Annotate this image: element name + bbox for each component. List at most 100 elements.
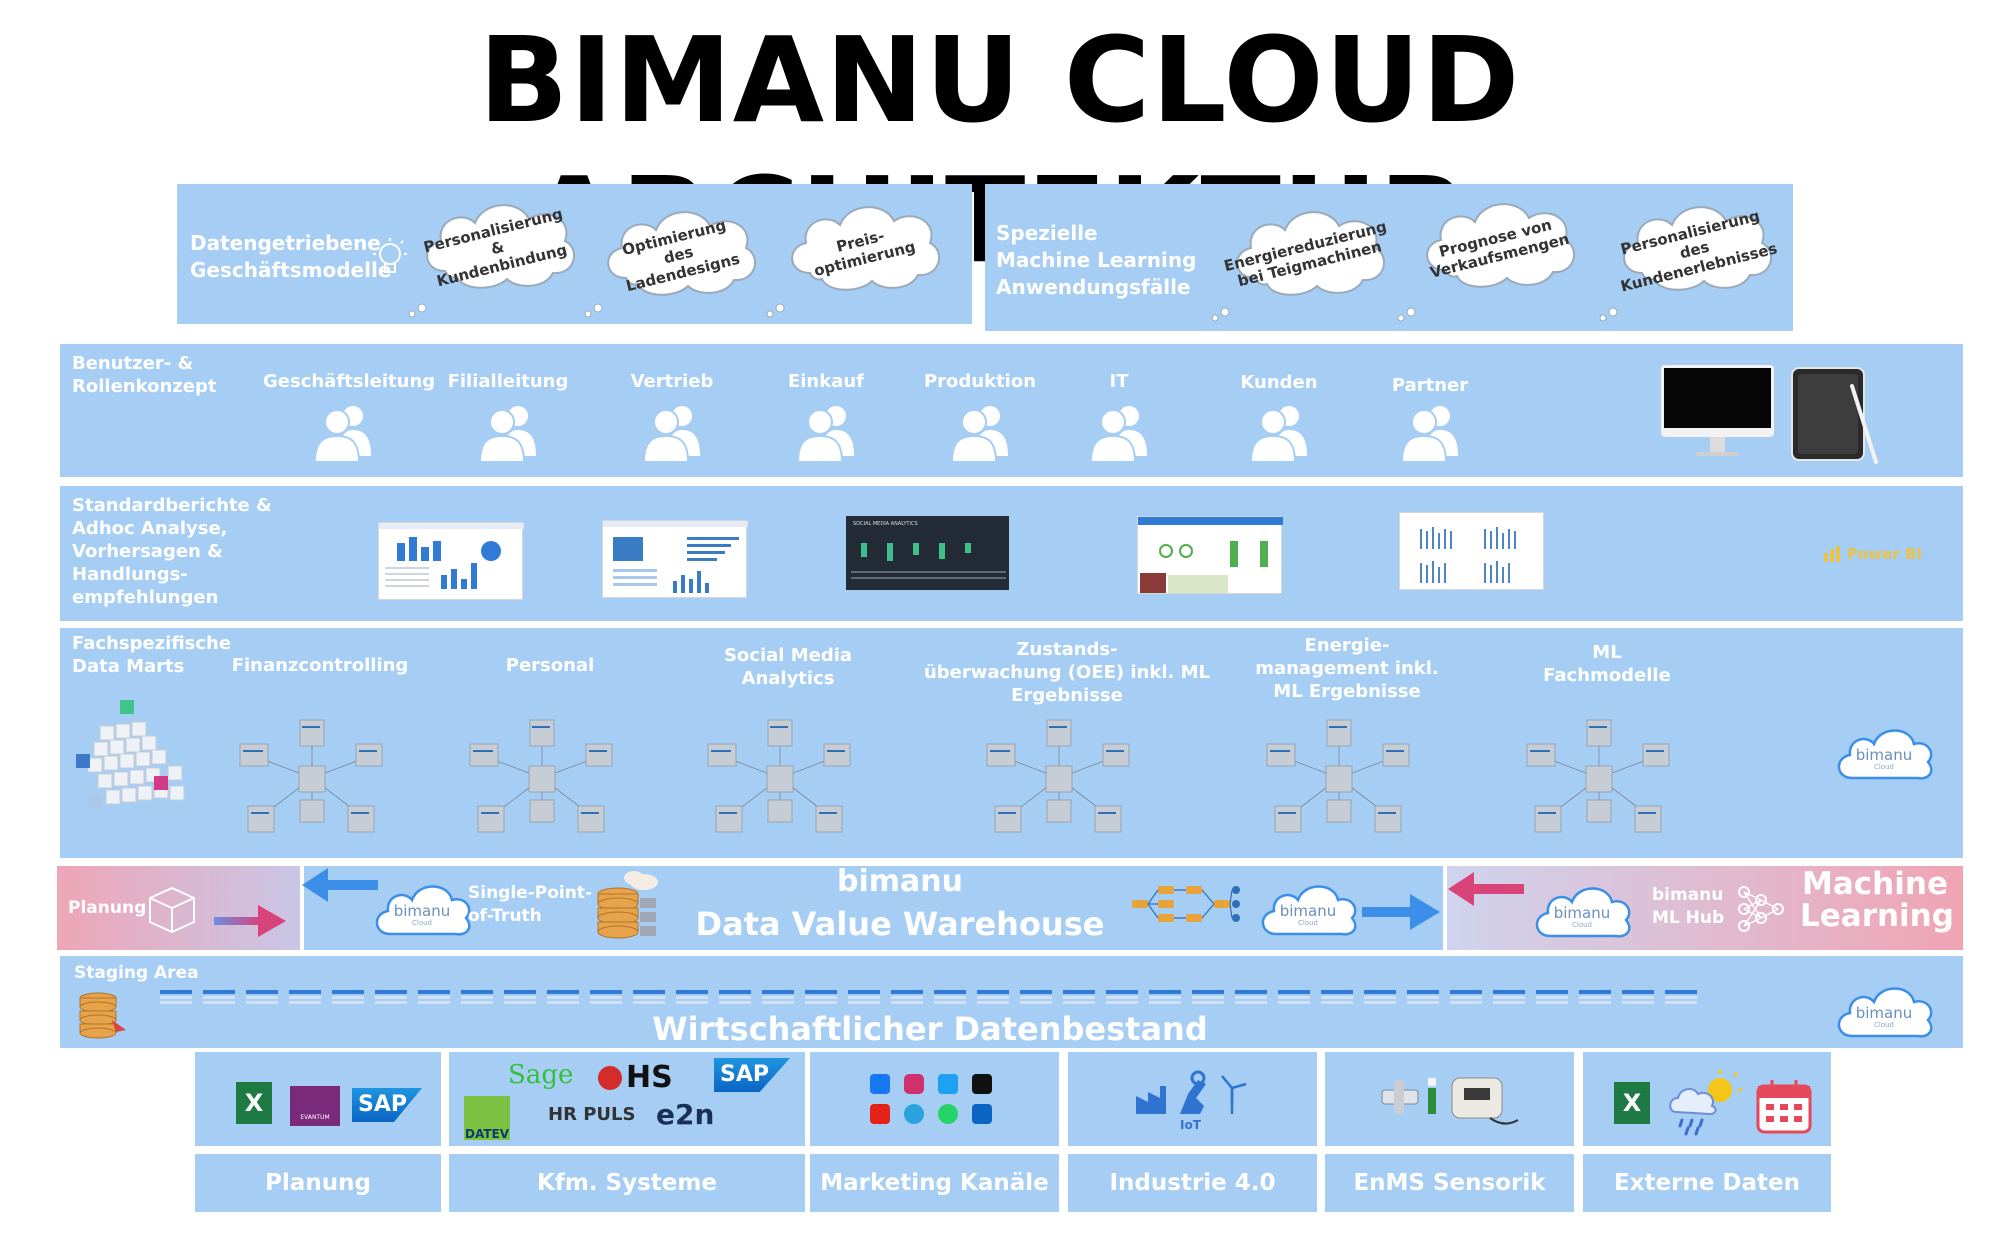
warehouse-title-bottom: Data Value Warehouse bbox=[695, 905, 1105, 943]
weather-icon bbox=[1669, 1070, 1742, 1136]
bimanu-cloud-sub: Cloud bbox=[1874, 1021, 1894, 1029]
user-group-icon bbox=[1247, 398, 1311, 462]
sot-line1: Single-Point- bbox=[468, 883, 593, 903]
machine-learning-title: Machine Learning bbox=[1800, 866, 1954, 934]
star-schema-icon bbox=[1259, 716, 1419, 846]
bimanu-cloud-name: bimanu bbox=[1855, 746, 1913, 764]
data-mart-label-line: Social Media bbox=[723, 645, 853, 666]
excel-icon: X bbox=[236, 1082, 272, 1124]
ml-hub-line1: bimanu bbox=[1652, 885, 1724, 905]
report-thumbnail[interactable]: SOCIAL MEDIA ANALYTICS bbox=[846, 516, 1009, 590]
user-group-icon bbox=[1087, 398, 1151, 462]
ml-hub-label: bimanu ML Hub bbox=[1652, 884, 1724, 930]
powerbi-icon bbox=[1824, 546, 1840, 562]
data-marts-label: Fachspezifische Data Marts bbox=[72, 632, 231, 678]
ml-hub-line2: ML Hub bbox=[1652, 908, 1725, 928]
user-group-icon bbox=[794, 398, 858, 462]
industry-iot-icon bbox=[1136, 1070, 1247, 1114]
excel-icon: X bbox=[1614, 1082, 1650, 1124]
data-mart-label-line: ML Ergebnisse bbox=[1273, 681, 1421, 702]
user-group-icon bbox=[948, 398, 1012, 462]
cube-icon bbox=[149, 886, 195, 934]
panel-machine-learning bbox=[1447, 866, 1963, 950]
ml-title-line2: Learning bbox=[1800, 898, 1954, 934]
panel-roles bbox=[60, 344, 1963, 477]
iot-label: IoT bbox=[1180, 1118, 1201, 1132]
sage-logo: Sage bbox=[508, 1060, 574, 1090]
data-mart-label-line: Personal bbox=[505, 655, 595, 676]
thought-bubble-dots bbox=[408, 303, 785, 318]
data-mart-label: Finanzcontrolling bbox=[170, 654, 470, 677]
user-group-icon bbox=[1398, 398, 1462, 462]
role-label: Kunden bbox=[1240, 372, 1318, 393]
report-thumbnail[interactable] bbox=[1137, 516, 1283, 594]
ml-usecases-label-line3: Anwendungsfälle bbox=[996, 275, 1191, 299]
neural-network-icon bbox=[1738, 886, 1784, 932]
hr-puls-logo: HR PULS bbox=[548, 1104, 636, 1125]
flowchart-icon bbox=[1132, 886, 1240, 922]
hs-logo: HS bbox=[598, 1060, 673, 1095]
source-label-kfm[interactable]: Kfm. Systeme bbox=[449, 1154, 805, 1212]
thought-bubble-dots bbox=[1211, 307, 1618, 322]
star-schema-icon bbox=[462, 716, 622, 846]
user-group-icon bbox=[311, 398, 375, 462]
ml-usecases-label-line2: Machine Learning bbox=[996, 248, 1197, 272]
source-label-enms[interactable]: EnMS Sensorik bbox=[1325, 1154, 1574, 1212]
panel-warehouse bbox=[304, 866, 1443, 950]
star-schema-icon bbox=[1519, 716, 1679, 846]
source-label-marketing[interactable]: Marketing Kanäle bbox=[810, 1154, 1059, 1212]
arrow-left-icon bbox=[1448, 872, 1524, 906]
data-mart-label-line: ML bbox=[1592, 642, 1622, 663]
report-thumbnail[interactable] bbox=[602, 520, 748, 598]
ml-title-line1: Machine bbox=[1802, 866, 1948, 902]
reports-label-line1: Standardberichte & bbox=[72, 495, 272, 516]
source-label-extern[interactable]: Externe Daten bbox=[1583, 1154, 1831, 1212]
staging-tables-icon bbox=[160, 990, 1697, 1004]
powerbi-label: Power BI bbox=[1847, 545, 1922, 563]
star-schema-icon bbox=[979, 716, 1139, 846]
database-icon bbox=[79, 992, 126, 1039]
data-mart-label-line: Ergebnisse bbox=[1011, 685, 1123, 706]
tablet-icon bbox=[1791, 367, 1878, 464]
source-label-planung[interactable]: Planung bbox=[195, 1154, 441, 1212]
business-models-label-line1: Datengetriebene bbox=[190, 231, 381, 255]
planung-label: Planung bbox=[68, 898, 147, 918]
data-marts-label-line1: Fachspezifische bbox=[72, 633, 232, 654]
roles-label-line1: Benutzer- & bbox=[72, 353, 194, 374]
role-label: Geschäftsleitung bbox=[263, 371, 436, 392]
reports-label-line3: Vorhersagen & bbox=[72, 541, 223, 562]
report-thumbnail[interactable] bbox=[1399, 512, 1544, 590]
data-mart-label-line: Finanzcontrolling bbox=[231, 655, 409, 676]
bimanu-cloud-name: bimanu bbox=[1553, 904, 1611, 922]
reports-label-line4: Handlungs- bbox=[72, 564, 188, 585]
social-media-icons bbox=[870, 1074, 992, 1124]
staging-title: Wirtschaftlicher Datenbestand bbox=[652, 1010, 1208, 1048]
role-label: Produktion bbox=[923, 371, 1037, 392]
thought-cloud: Prognose von Verkaufsmengen bbox=[1415, 192, 1580, 302]
source-box-marketing[interactable] bbox=[810, 1052, 1059, 1146]
source-label-industrie[interactable]: Industrie 4.0 bbox=[1068, 1154, 1317, 1212]
report-thumbnail[interactable] bbox=[378, 522, 524, 600]
database-server-icon bbox=[597, 871, 658, 939]
bimanu-cloud-name: bimanu bbox=[393, 902, 451, 920]
hs-text: HS bbox=[626, 1060, 673, 1095]
role-label: Partner bbox=[1391, 375, 1469, 396]
arrow-right-icon bbox=[214, 905, 286, 937]
roles-label: Benutzer- & Rollenkonzept bbox=[72, 352, 216, 398]
data-mart-label-line: Fachmodelle bbox=[1543, 665, 1671, 686]
data-mart-label: Personal bbox=[400, 654, 700, 677]
thought-cloud: Personalisierung des Kundenerlebnisses bbox=[1612, 195, 1779, 305]
source-box-enms[interactable] bbox=[1325, 1052, 1574, 1146]
arrow-right-icon bbox=[1362, 894, 1440, 930]
bimanu-cloud-sub: Cloud bbox=[1572, 921, 1592, 929]
reports-label-line5: empfehlungen bbox=[72, 587, 219, 608]
bimanu-cloud-sub: Cloud bbox=[1874, 763, 1894, 771]
role-label: IT bbox=[1109, 371, 1129, 392]
evantum-logo: EVANTUM bbox=[290, 1086, 340, 1126]
sot-line2: of-Truth bbox=[468, 906, 542, 926]
data-mart-label: Energie-management inkl.ML Ergebnisse bbox=[1197, 634, 1497, 703]
